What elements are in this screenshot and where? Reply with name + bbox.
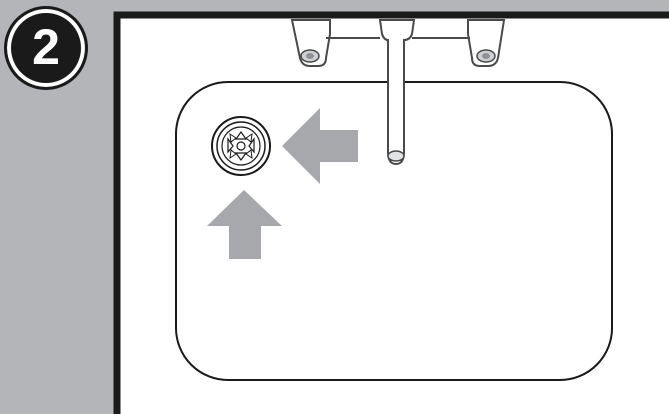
cabinet-gap — [188, 404, 266, 414]
step-number: 2 — [32, 22, 60, 72]
step-badge: 2 — [4, 6, 88, 90]
drain-icon — [212, 117, 270, 175]
